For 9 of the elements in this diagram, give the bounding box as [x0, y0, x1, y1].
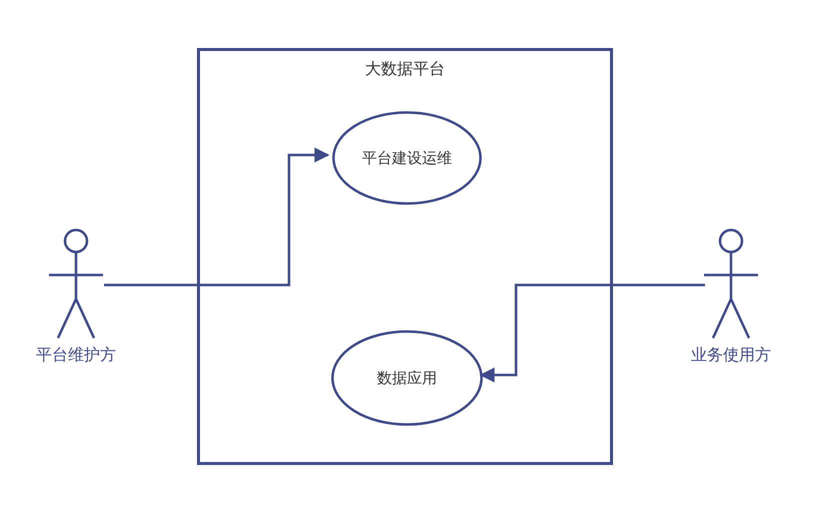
use-case-label: 平台建设运维: [362, 148, 452, 168]
system-title: 大数据平台: [365, 59, 445, 80]
actor-label: 业务使用方: [691, 345, 771, 366]
use-case-ellipse: [331, 330, 483, 426]
actor-label: 平台维护方: [36, 345, 116, 366]
use-case-ellipse: [332, 111, 482, 205]
use-case-label: 数据应用: [377, 368, 437, 388]
system-boundary: [197, 48, 613, 465]
connector-arrow: [104, 148, 330, 286]
